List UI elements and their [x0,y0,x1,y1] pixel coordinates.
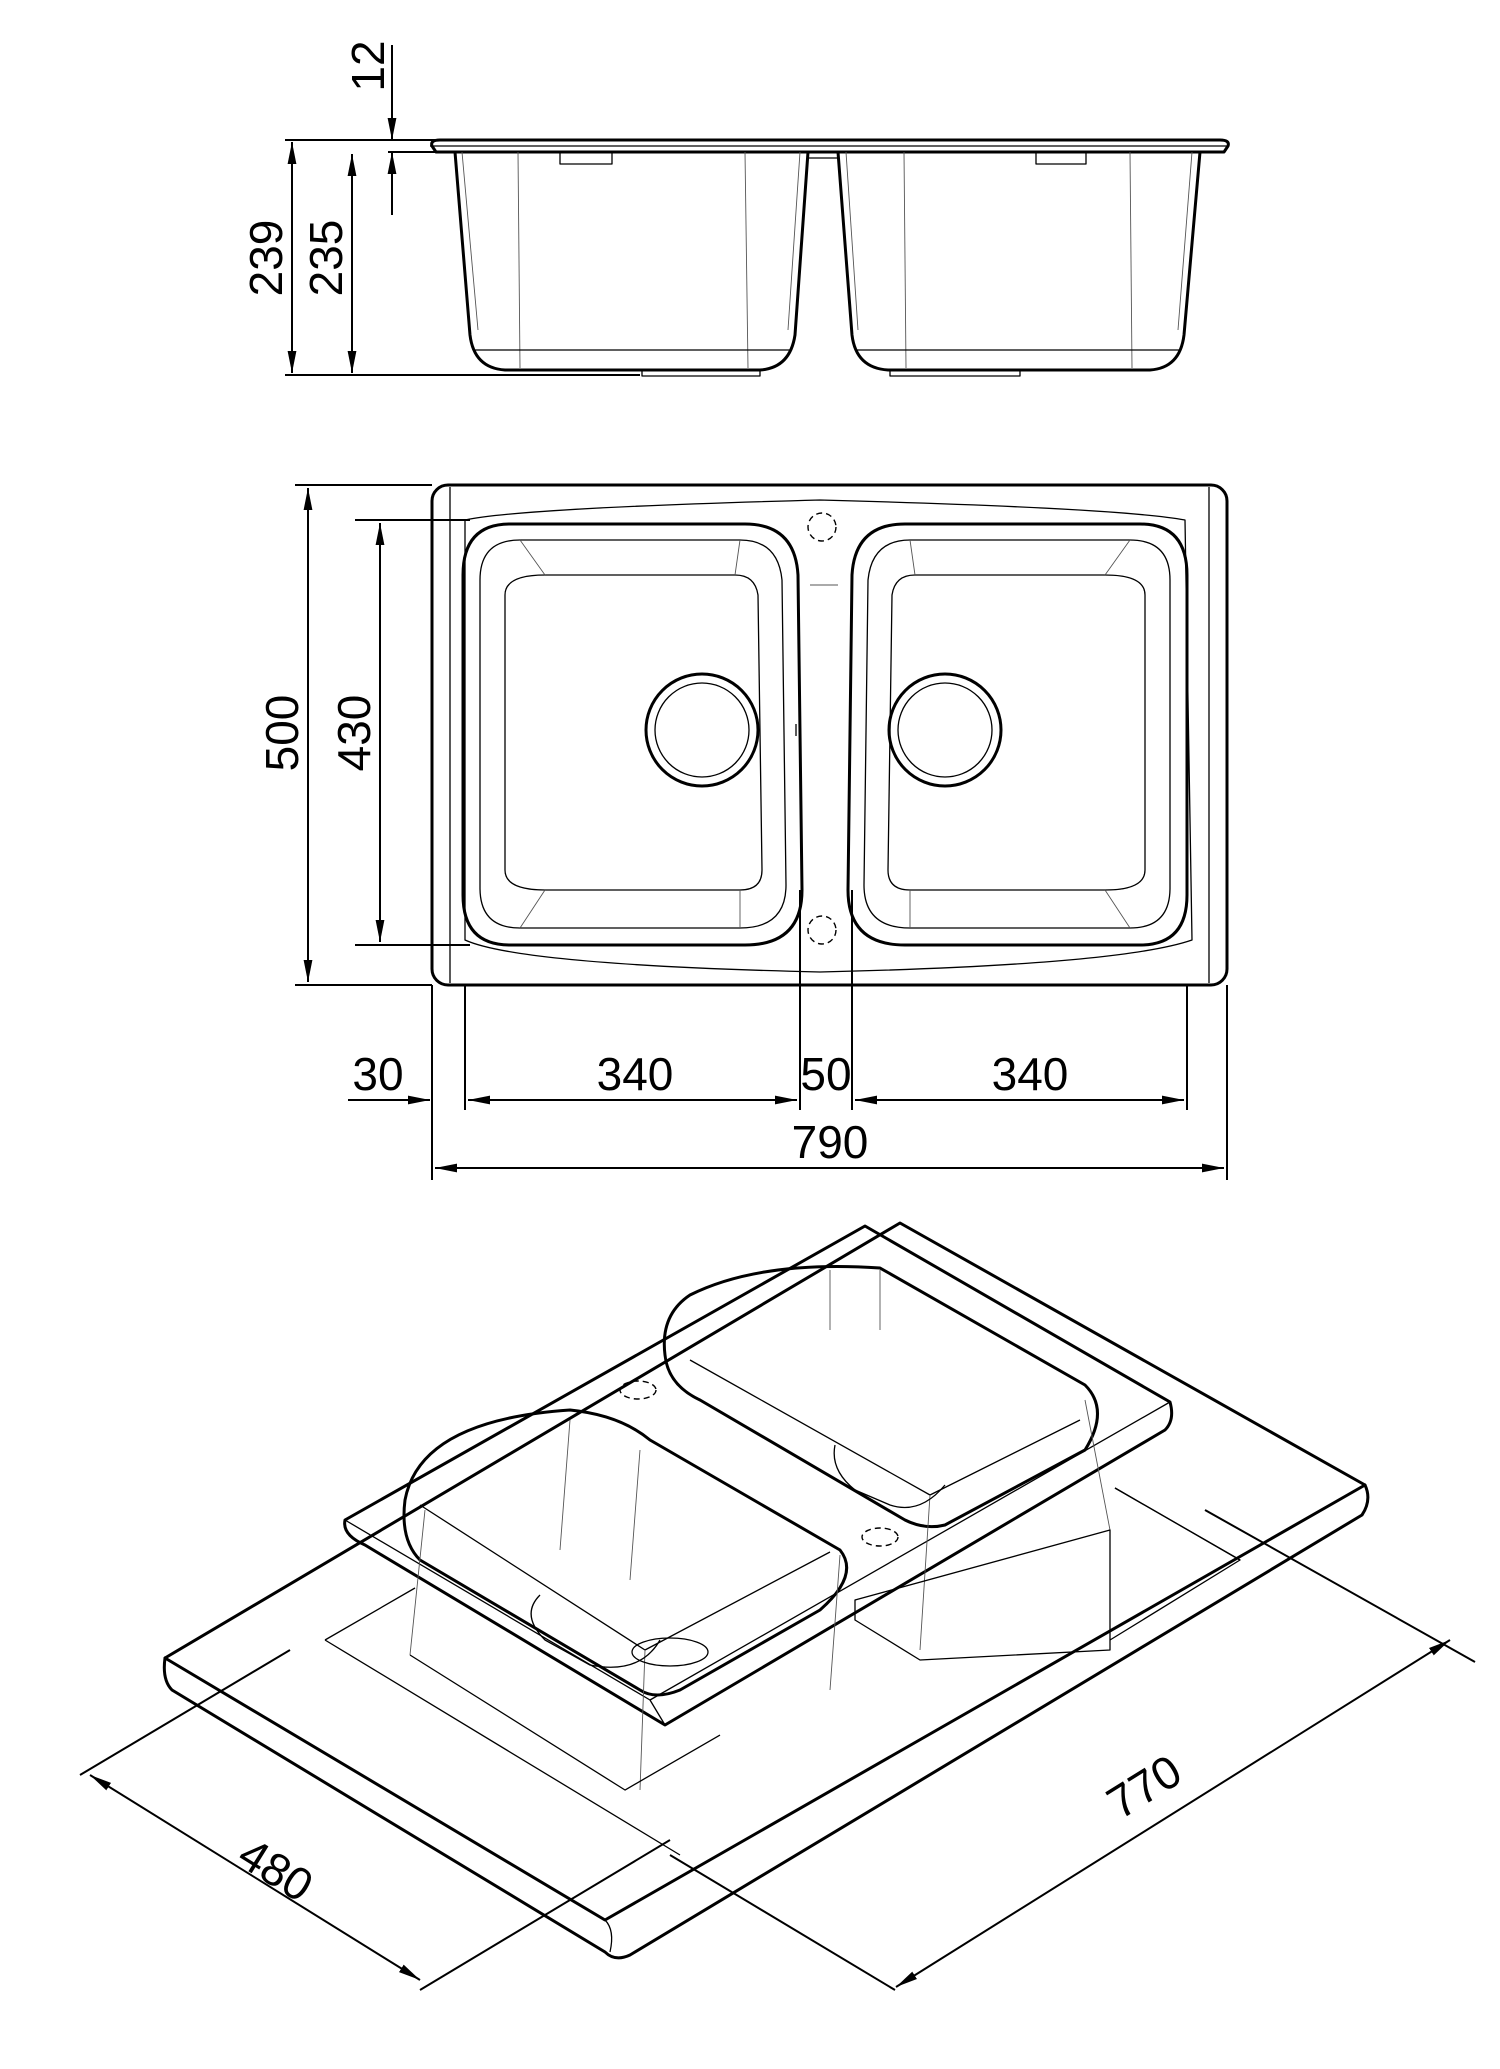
iso-bowl-left [402,1408,849,1697]
top-view: 500 430 30 340 50 340 790 [256,483,1229,1180]
tap-hole-bottom [807,915,837,945]
dim-bowl-depth-top-label: 430 [328,695,380,772]
dim-overall-width-label: 790 [792,1116,869,1168]
iso-sink-plate [343,1224,1174,1727]
dim-cutout-depth-label: 480 [230,1827,323,1912]
iso-view: 770 480 [79,1221,1476,1991]
iso-drain-left [631,1637,709,1667]
dim-bowl-left-label: 340 [597,1048,674,1100]
tap-hole-top [807,512,837,542]
side-view: 12 239 235 [240,40,1230,377]
drain-left [644,672,760,788]
dim-bowl-depth-label: 235 [300,220,352,297]
iso-tap-hole-bottom [861,1527,899,1547]
top-bowl-right [846,522,1189,947]
top-bowl-left [461,522,804,947]
dim-cutout-width-label: 770 [1098,1744,1191,1829]
dim-bowl-right-label: 340 [992,1048,1069,1100]
dim-overall-depth-label: 500 [256,695,308,772]
iso-countertop [162,1221,1370,1960]
drain-right [887,672,1003,788]
iso-tap-hole-top [619,1380,657,1400]
dim-gap-label: 50 [800,1048,851,1100]
dim-rim-label: 12 [342,40,394,91]
top-outer-plate [430,483,1229,987]
side-bowl-right [836,150,1202,372]
dim-overall-height-label: 239 [240,220,292,297]
dim-edge-label: 30 [352,1048,403,1100]
iso-bowl-right [662,1265,1099,1529]
side-bowl-left [453,150,810,372]
